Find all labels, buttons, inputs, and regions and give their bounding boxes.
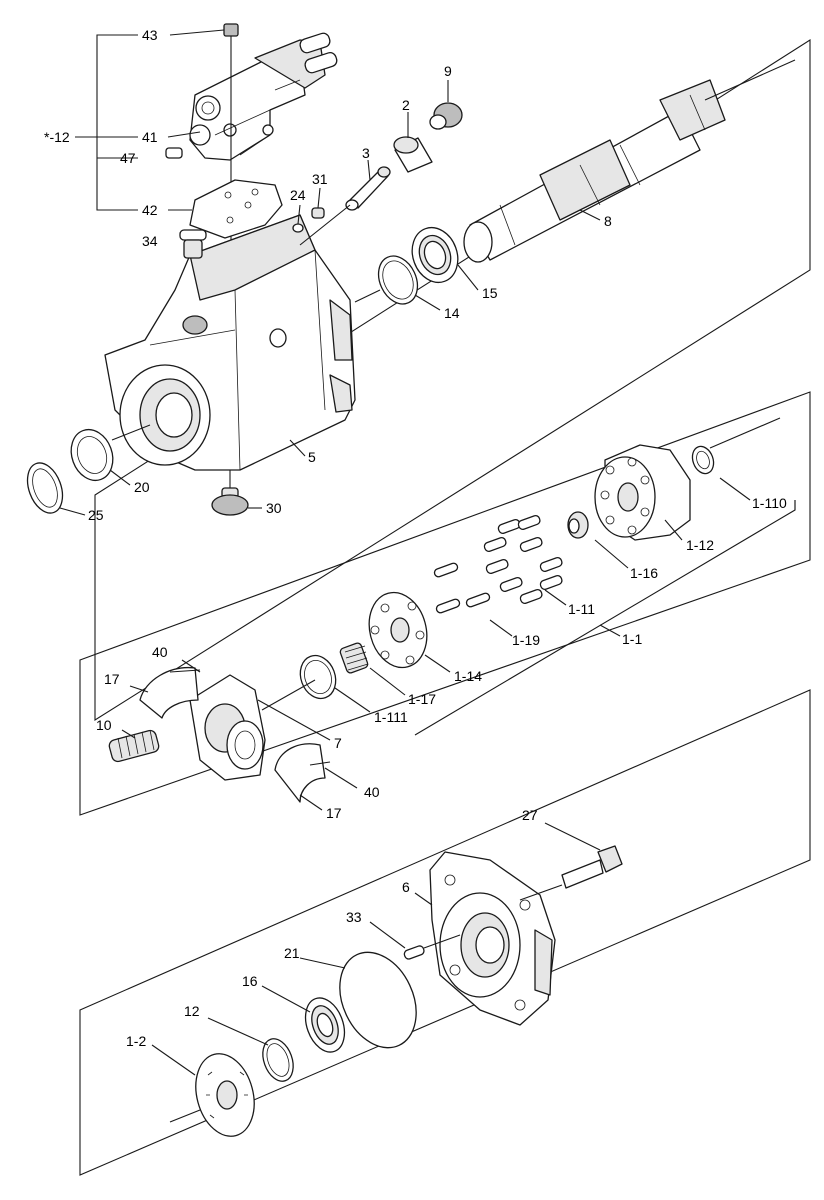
- label-5: 5: [308, 449, 316, 465]
- label-3: 3: [362, 145, 370, 161]
- plug-34: [179, 229, 207, 259]
- label-12: 12: [184, 1003, 200, 1019]
- label-1-17: 1-17: [408, 691, 436, 707]
- shaft-seal-20: [70, 428, 114, 482]
- plug-47: [165, 147, 183, 159]
- label-9: 9: [444, 63, 452, 79]
- label-1-1: 1-1: [622, 631, 642, 647]
- label-34: 34: [142, 233, 158, 249]
- label-1-14: 1-14: [454, 668, 482, 684]
- label-24: 24: [290, 187, 306, 203]
- gasket-plate-42: [189, 179, 283, 239]
- o-ring-12: [262, 1038, 294, 1082]
- frame-rotary-group: [79, 391, 811, 816]
- o-ring-14: [377, 255, 419, 305]
- label-1-12: 1-12: [686, 537, 714, 553]
- label-1-19: 1-19: [512, 632, 540, 648]
- label-6: 6: [402, 879, 410, 895]
- label-41: 41: [142, 129, 158, 145]
- cradle-bearing-17-upper: [139, 666, 199, 719]
- label-25: 25: [88, 507, 104, 523]
- label-17-bottom: 17: [326, 805, 342, 821]
- bearing-16: [304, 997, 346, 1053]
- pin-3: [345, 166, 391, 211]
- spring-1-17: [339, 642, 369, 674]
- label-33: 33: [346, 909, 362, 925]
- washer-1-110: [691, 445, 715, 475]
- label-14: 14: [444, 305, 460, 321]
- bolt-27: [561, 845, 623, 889]
- pistons-1-11: [483, 514, 563, 604]
- valve-plate-1-2: [195, 1053, 255, 1137]
- drive-shaft-8: [463, 79, 726, 263]
- label-21: 21: [284, 945, 300, 961]
- bearing-15: [411, 226, 459, 284]
- label-42: 42: [142, 202, 158, 218]
- screw-31: [311, 207, 325, 219]
- port-cover-6: [429, 851, 556, 1026]
- label-1-2: 1-2: [126, 1033, 146, 1049]
- label-8: 8: [604, 213, 612, 229]
- seal-24: [292, 223, 304, 233]
- label-31: 31: [312, 171, 328, 187]
- o-ring-1-111: [299, 654, 337, 700]
- label-10: 10: [96, 717, 112, 733]
- frame-port-plate: [79, 689, 811, 1176]
- label-7: 7: [334, 735, 342, 751]
- pin-33: [403, 945, 425, 960]
- label-2: 2: [402, 97, 410, 113]
- label-1-111: 1-111: [374, 709, 408, 725]
- label-17-top: 17: [104, 671, 120, 687]
- cylinder-block-1-12: [594, 444, 691, 541]
- plug-30: [211, 470, 249, 516]
- label-star-12: *-12: [44, 129, 70, 145]
- cap-9: [429, 102, 463, 130]
- label-1-110: 1-110: [752, 495, 787, 511]
- label-15: 15: [482, 285, 498, 301]
- label-43: 43: [142, 27, 158, 43]
- cradle-bearing-17-lower: [274, 743, 326, 803]
- label-40-bottom: 40: [364, 784, 380, 800]
- sleeve-2: [393, 136, 433, 173]
- snap-ring-25: [26, 462, 64, 514]
- o-ring-21: [339, 951, 417, 1049]
- label-20: 20: [134, 479, 150, 495]
- label-1-11: 1-11: [568, 601, 595, 617]
- label-16: 16: [242, 973, 258, 989]
- retainer-plate-1-14: [368, 591, 428, 669]
- label-47: 47: [120, 150, 136, 166]
- label-30: 30: [266, 500, 282, 516]
- pump-housing-5: [104, 214, 356, 471]
- label-27: 27: [522, 807, 538, 823]
- label-1-16: 1-16: [630, 565, 658, 581]
- spline-bushing-1-16: [567, 511, 589, 539]
- spring-10: [108, 729, 160, 763]
- regulator-assembly: [189, 32, 338, 161]
- swash-plate-7: [189, 674, 266, 781]
- pins-1-19: [433, 562, 459, 578]
- label-40-top: 40: [152, 644, 168, 660]
